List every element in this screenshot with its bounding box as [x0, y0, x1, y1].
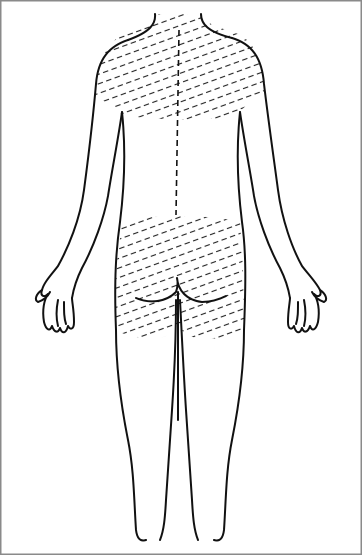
lower-back-shading — [110, 210, 250, 345]
